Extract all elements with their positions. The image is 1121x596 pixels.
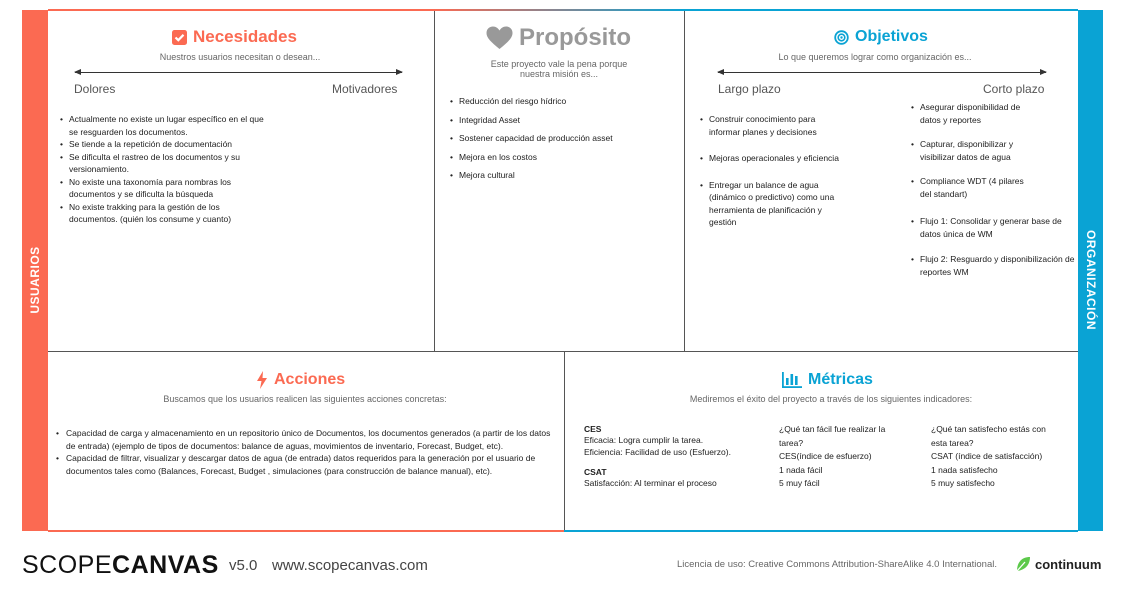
proposito-subtitle: Este proyecto vale la pena porque nuestr… (459, 59, 659, 79)
dolores-label: Dolores (74, 82, 116, 96)
csat-description: Satisfacción: Al terminar el proceso (584, 478, 717, 488)
continuum-label: continuum (1035, 556, 1102, 572)
list-item: Capturar, disponibilizar y visibilizar d… (911, 138, 1035, 163)
metricas-heading: Métricas (782, 371, 873, 389)
proposito-subtitle-line-2: nuestra misión es... (519, 69, 599, 79)
objetivos-scale-arrow (717, 69, 1047, 75)
objetivos-subtitle: Lo que queremos lograr como organización… (778, 52, 972, 62)
list-item: Capacidad de carga y almacenamiento en u… (56, 427, 551, 452)
list-item: Mejoras operacionales y eficiencia (700, 152, 840, 165)
objetivos-heading: Objetivos (834, 28, 928, 46)
list-item: Mejora en los costos (450, 148, 675, 167)
organizacion-label: ORGANIZACIÓN (1083, 230, 1098, 330)
necesidades-heading: Necesidades (172, 27, 297, 47)
motivadores-label: Motivadores (332, 82, 398, 96)
list-item: Mejora cultural (450, 166, 675, 185)
necesidades-title: Necesidades (193, 27, 297, 46)
ces-description: Eficacia: Logra cumplir la tarea. Eficie… (584, 435, 731, 457)
list-item: Flujo 2: Resguardo y disponibilización d… (911, 253, 1078, 278)
list-item: Reducción del riesgo hídrico (450, 92, 675, 111)
ces-label: CES (584, 424, 602, 434)
top-border-blue (684, 9, 1078, 11)
proposito-list: Reducción del riesgo hídrico Integridad … (450, 92, 675, 185)
acciones-list: Capacidad de carga y almacenamiento en u… (56, 427, 551, 477)
bottom-border-red (48, 530, 564, 532)
divider-3 (564, 352, 565, 530)
objetivos-left-list: Construir conocimiento para informar pla… (700, 113, 840, 229)
list-item: Se tiende a la repetición de documentaci… (60, 138, 270, 151)
list-item: Flujo 1: Consolidar y generar base de da… (911, 215, 1075, 240)
list-item: No existe una taxonomía para nombras los… (60, 176, 270, 201)
proposito-heading: Propósito (486, 24, 631, 52)
top-border-red (48, 9, 434, 11)
objetivos-right-list: Asegurar disponibilidad de datos y repor… (911, 101, 1075, 278)
list-item: Construir conocimiento para informar pla… (700, 113, 840, 138)
objetivos-title: Objetivos (855, 28, 928, 45)
list-item: Integridad Asset (450, 111, 675, 130)
usuarios-label: USUARIOS (28, 246, 42, 314)
list-item: Capacidad de filtrar, visualizar y desca… (56, 452, 551, 477)
list-item: Se dificulta el rastreo de los documento… (60, 151, 270, 176)
acciones-title: Acciones (274, 371, 346, 388)
lightning-icon (257, 371, 267, 389)
license-text: Licencia de uso: Creative Commons Attrib… (677, 559, 998, 570)
necesidades-scale-arrow (74, 69, 403, 75)
divider-horizontal (48, 351, 1078, 352)
scopecanvas-logo: SCOPECANVAS (22, 551, 219, 580)
metricas-subtitle: Mediremos el éxito del proyecto a través… (689, 394, 973, 404)
brand-light: SCOPE (22, 551, 113, 579)
bar-chart-icon (782, 372, 802, 388)
continuum-logo: continuum (1015, 556, 1101, 572)
acciones-heading: Acciones (256, 371, 345, 389)
proposito-title: Propósito (519, 24, 631, 51)
brand-bold: CANVAS (112, 551, 219, 579)
list-item: Actualmente no existe un lugar específic… (60, 113, 270, 138)
usuarios-sidebar: USUARIOS (22, 10, 48, 531)
largo-plazo-label: Largo plazo (718, 82, 781, 96)
corto-plazo-label: Corto plazo (983, 82, 1045, 96)
csat-label: CSAT (584, 467, 607, 477)
list-item: No existe trakking para la gestión de lo… (60, 201, 270, 226)
heart-icon (486, 26, 513, 49)
necesidades-list: Actualmente no existe un lugar específic… (60, 113, 270, 226)
continuum-leaf-icon (1016, 557, 1030, 572)
ces-question: ¿Qué tan fácil fue realizar la tarea? CE… (779, 424, 886, 488)
list-item: Sostener capacidad de producción asset (450, 129, 675, 148)
list-item: Asegurar disponibilidad de datos y repor… (911, 101, 1035, 126)
proposito-subtitle-line-1: Este proyecto vale la pena porque (490, 59, 628, 69)
list-item: Entregar un balance de agua (dinámico o … (700, 179, 840, 229)
website-link[interactable]: www.scopecanvas.com (272, 557, 428, 574)
bottom-border-blue (564, 530, 1078, 532)
top-border-gradient (434, 9, 684, 11)
check-square-icon (172, 29, 187, 45)
divider-1 (434, 11, 435, 351)
target-icon (834, 29, 849, 45)
divider-2 (684, 11, 685, 351)
acciones-subtitle: Buscamos que los usuarios realicen las s… (163, 394, 447, 404)
metricas-title: Métricas (808, 371, 873, 388)
necesidades-subtitle: Nuestros usuarios necesitan o desean... (159, 52, 321, 62)
organizacion-sidebar: ORGANIZACIÓN (1078, 10, 1103, 531)
version-label: v5.0 (229, 557, 258, 574)
csat-question: ¿Qué tan satisfecho estás con esta tarea… (931, 424, 1046, 488)
list-item: Compliance WDT (4 pilares del standart) (911, 175, 1030, 200)
